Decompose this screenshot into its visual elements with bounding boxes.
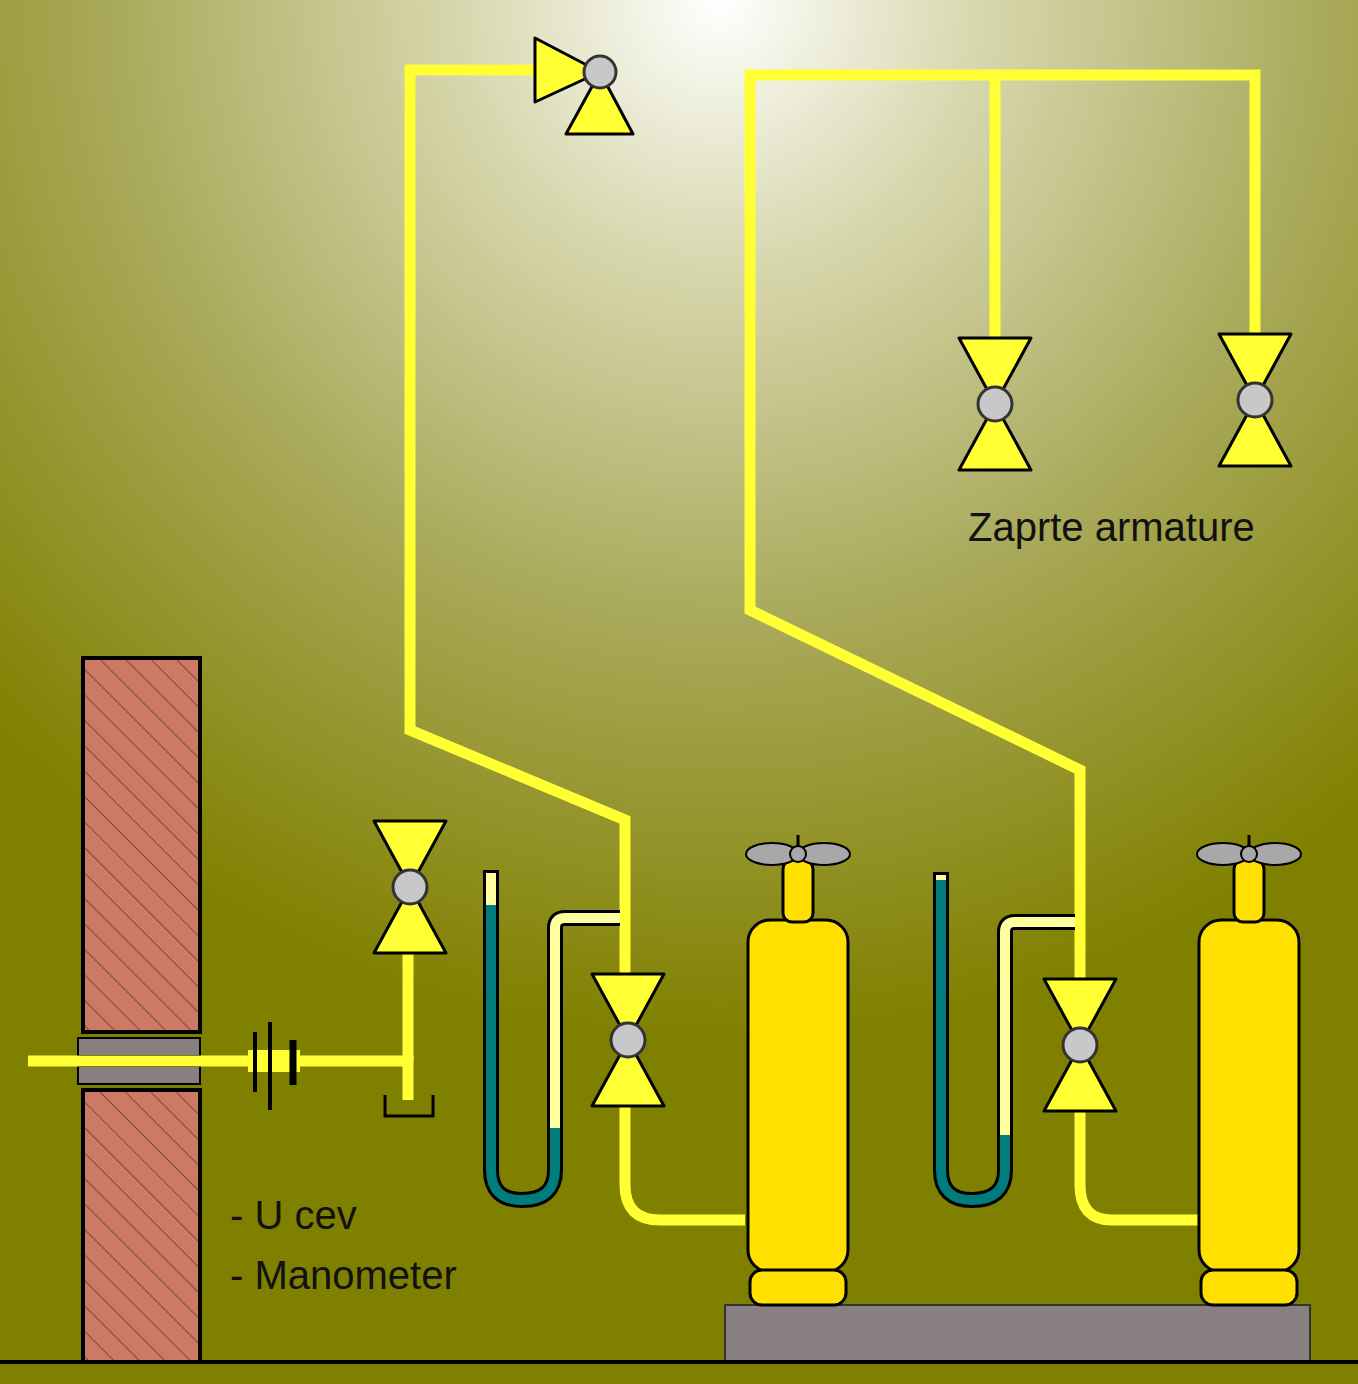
gas-cylinder bbox=[1197, 835, 1301, 1305]
legend-item-label: - Manometer bbox=[230, 1253, 457, 1297]
shutoff-valve bbox=[374, 821, 446, 953]
cylinder-platform bbox=[725, 1305, 1310, 1362]
legend-item-label: - U cev bbox=[230, 1193, 357, 1237]
u-tube-manometer bbox=[491, 870, 620, 1200]
wall bbox=[78, 658, 200, 1362]
end-cap bbox=[385, 1095, 433, 1116]
insulating-joint bbox=[248, 1022, 300, 1110]
angle-valve bbox=[535, 38, 633, 134]
floor-line bbox=[0, 1360, 1358, 1364]
shutoff-valve bbox=[592, 974, 664, 1106]
gas-cylinder bbox=[746, 835, 850, 1305]
shutoff-valve bbox=[1044, 979, 1116, 1111]
closed-valve bbox=[1219, 334, 1291, 466]
note-label: Zaprte armature bbox=[968, 505, 1255, 549]
gas-pipes bbox=[28, 70, 1255, 1220]
u-tube-manometer bbox=[941, 872, 1075, 1200]
closed-valve bbox=[959, 338, 1031, 470]
